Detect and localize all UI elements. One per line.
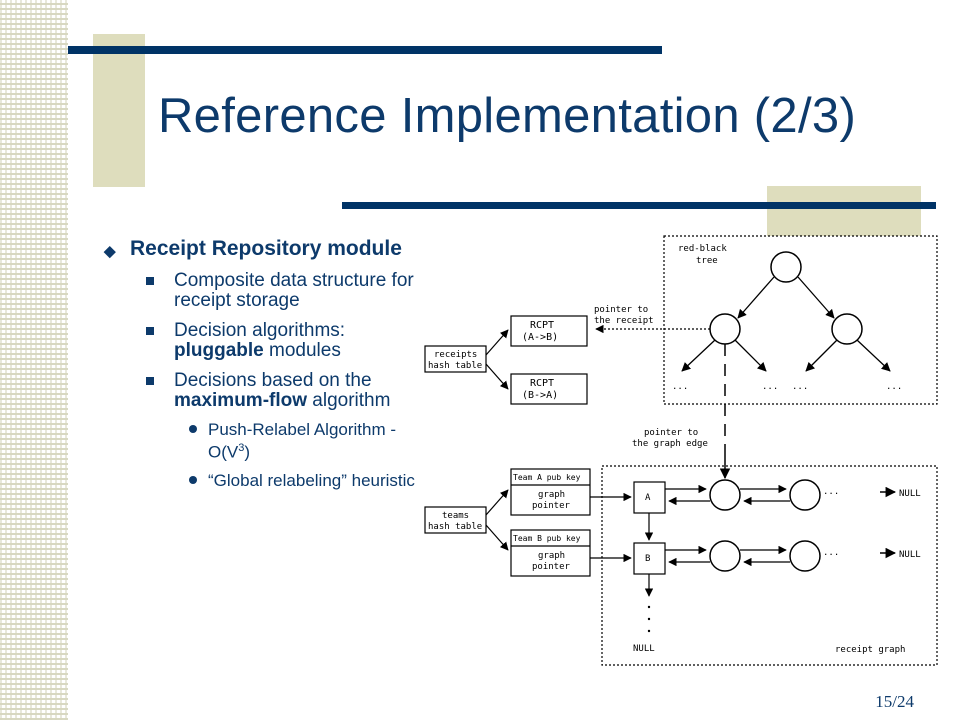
decorative-left-strip — [0, 0, 68, 720]
decorative-top-bar — [68, 46, 662, 54]
square-bullet-icon — [146, 327, 154, 335]
bullet-superscript: 3 — [238, 442, 245, 454]
hash-arrow — [485, 489, 509, 516]
receipt-ba-label: (B->A) — [522, 390, 558, 401]
tree-edge — [681, 339, 716, 372]
receipt-graph-region — [601, 465, 938, 666]
teams-table-label: hash table — [428, 522, 482, 532]
bullet-text: Receipt Repository module — [130, 237, 402, 260]
hash-arrow — [485, 524, 509, 551]
null-label: NULL — [633, 644, 655, 654]
vertex-a — [633, 481, 666, 514]
pointer-receipt-label: pointer to — [594, 305, 648, 315]
graph-pointer-label: graph — [538, 490, 565, 500]
edge-node — [789, 540, 821, 572]
null-label: NULL — [899, 489, 921, 499]
team-a-record — [510, 468, 591, 516]
decorative-right-block — [767, 186, 921, 236]
team-b-record — [510, 529, 591, 577]
graph-pointer-label: pointer — [532, 501, 571, 511]
decorative-title-block — [93, 34, 145, 187]
vertical-dot — [647, 605, 651, 609]
vertical-dot — [647, 629, 651, 633]
tree-left-node — [709, 313, 741, 345]
bullet-receipt-repository: ◆ Receipt Repository module — [104, 236, 416, 261]
teams-hash-table — [424, 506, 487, 534]
bullet-text: “Global relabeling” heuristic — [208, 470, 415, 490]
pointer-edge-label: the graph edge — [632, 439, 708, 449]
edge-node — [789, 479, 821, 511]
bullet-push-relabel: Push-Relabel Algorithm - O(V3) — [104, 420, 416, 462]
tree-edge — [856, 339, 891, 372]
bullet-text: Decision algorithms: — [174, 320, 346, 341]
tree-edge — [797, 276, 835, 319]
bullet-decision-algorithms: Decision algorithms: pluggable modules — [104, 321, 416, 361]
receipts-hash-table — [424, 345, 487, 373]
tree-ellipsis: ... — [886, 382, 902, 392]
bullet-global-relabeling: “Global relabeling” heuristic — [104, 471, 416, 490]
hash-arrow — [485, 363, 509, 390]
bullet-decisions-max-flow: Decisions based on the maximum-flow algo… — [104, 371, 416, 411]
receipt-ab-label: RCPT — [530, 320, 554, 331]
vertex-a-label: A — [645, 493, 651, 503]
hash-arrow — [485, 329, 509, 356]
tree-ellipsis: ... — [672, 382, 688, 392]
receipt-ab-label: (A->B) — [522, 332, 558, 343]
teams-table-label: teams — [442, 511, 469, 521]
tree-edge — [805, 339, 838, 372]
list-ellipsis: ... — [823, 548, 839, 558]
bullet-list: ◆ Receipt Repository module Composite da… — [104, 236, 416, 490]
graph-pointer-label: graph — [538, 551, 565, 561]
rb-tree-label: tree — [696, 256, 718, 266]
receipt-ba-box — [510, 373, 588, 405]
graph-pointer-label: pointer — [532, 562, 571, 572]
rb-tree-region — [663, 235, 938, 405]
tree-root-node — [770, 251, 802, 283]
bullet-text: Composite data structure for receipt sto… — [174, 270, 414, 311]
bullet-text: algorithm — [307, 390, 391, 411]
bullet-text: modules — [263, 340, 341, 361]
rb-tree-label: red-black — [678, 244, 727, 254]
tree-ellipsis: ... — [762, 382, 778, 392]
vertex-b — [633, 542, 666, 575]
list-ellipsis: ... — [823, 487, 839, 497]
receipts-table-label: hash table — [428, 361, 482, 371]
vertical-dot — [647, 617, 651, 621]
edge-node — [709, 540, 741, 572]
bullet-text: Decisions based on the — [174, 370, 372, 391]
pointer-edge-label: pointer to — [644, 428, 698, 438]
receipt-ba-label: RCPT — [530, 378, 554, 389]
receipts-table-label: receipts — [434, 350, 477, 360]
diamond-bullet-icon: ◆ — [104, 243, 116, 260]
square-bullet-icon — [146, 377, 154, 385]
receipt-ab-box — [510, 315, 588, 347]
bullet-text: ) — [244, 442, 251, 462]
pointer-receipt-label: the receipt — [594, 316, 654, 326]
square-bullet-icon — [146, 277, 154, 285]
page-number: 15/24 — [875, 692, 914, 711]
bullet-text: Push-Relabel Algorithm - O(V — [208, 420, 397, 462]
vertex-b-label: B — [645, 554, 650, 564]
bullet-bold-text: pluggable — [174, 340, 264, 361]
team-b-key-label: Team B pub key — [513, 534, 581, 543]
null-label: NULL — [899, 550, 921, 560]
slide-title: Reference Implementation (2/3) — [158, 89, 857, 143]
team-a-key-label: Team A pub key — [513, 473, 581, 482]
tree-right-node — [831, 313, 863, 345]
bullet-bold-text: maximum-flow — [174, 390, 308, 411]
tree-edge — [737, 276, 775, 319]
receipt-graph-label: receipt graph — [835, 645, 905, 655]
tree-edge — [734, 339, 767, 372]
edge-node — [709, 479, 741, 511]
decorative-mid-bar — [342, 202, 936, 209]
bullet-composite-data: Composite data structure for receipt sto… — [104, 271, 416, 311]
round-bullet-icon — [189, 475, 197, 484]
tree-ellipsis: ... — [792, 382, 808, 392]
round-bullet-icon — [189, 425, 197, 433]
